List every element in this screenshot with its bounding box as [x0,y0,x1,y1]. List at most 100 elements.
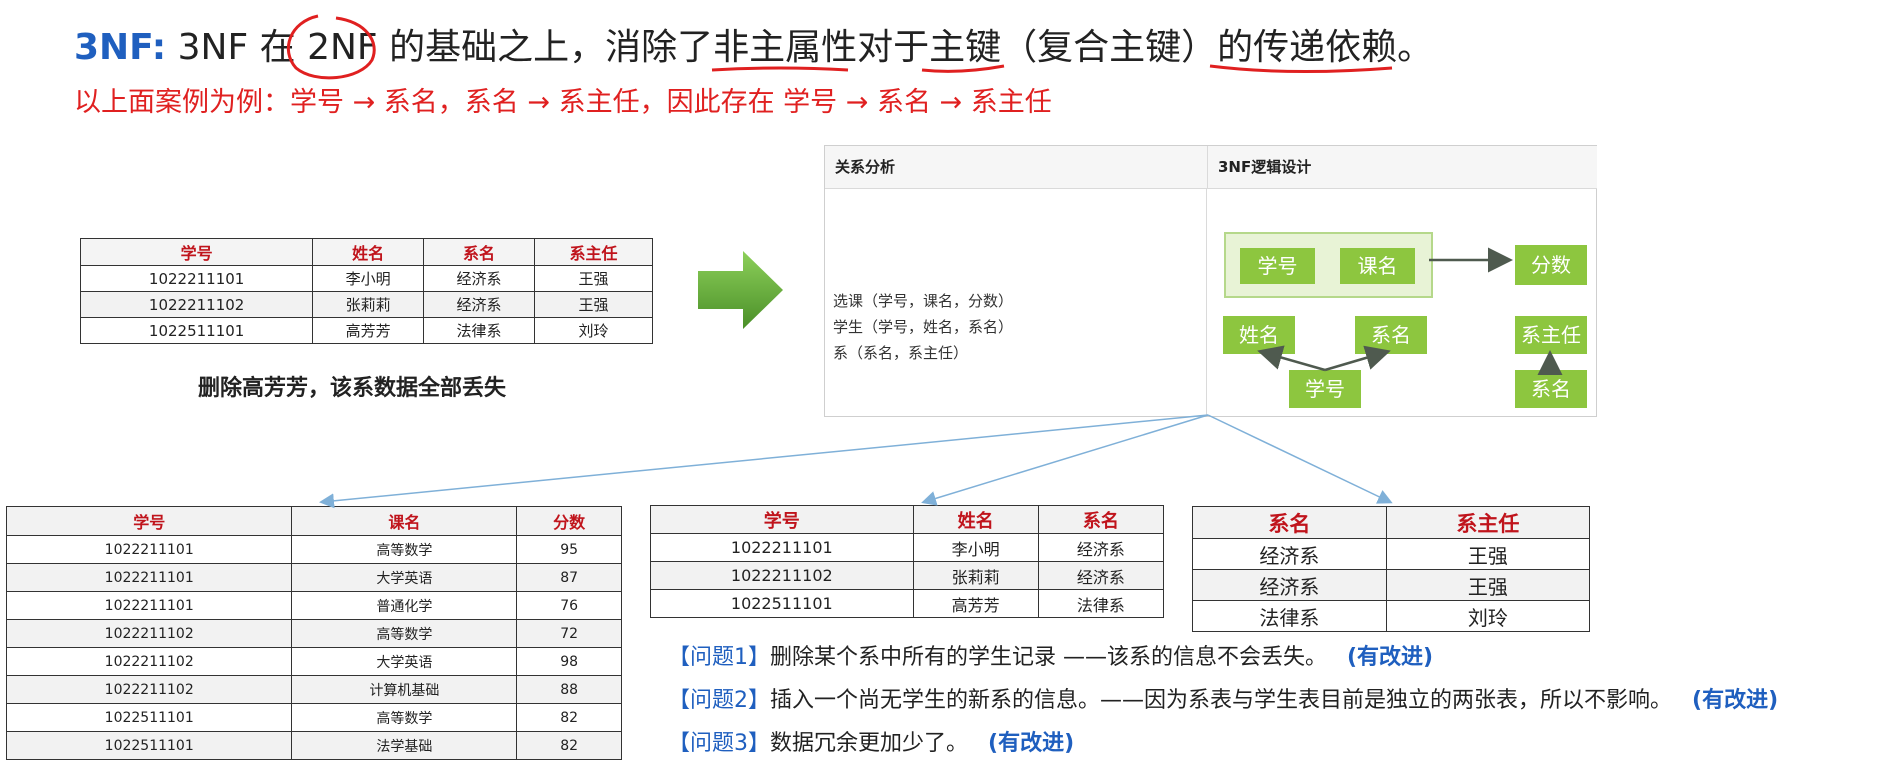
cell: 张莉莉 [312,291,425,318]
col-header: 系主任 [533,238,654,266]
cell: 1022211102 [5,619,293,648]
cell: 高芳芳 [912,589,1039,618]
cell: 1022211102 [650,561,914,590]
problem-tag: 【问题3】 [668,731,770,756]
title-text-b: 的基础之上，消除了 [377,27,714,68]
department-table: 系名 系主任 经济系王强 经济系王强 法律系刘玲 [1192,506,1591,632]
problem-tag: 【问题2】 [668,688,770,713]
connector-arrow [1207,414,1393,504]
col-header: 学号 [79,238,314,266]
box-xizhuren: 系主任 [1515,316,1587,354]
cell: 1022211102 [79,291,314,318]
cell: 82 [516,731,622,760]
red-circle-annotation [286,14,376,80]
connector-arrow [319,414,1209,509]
cell: 高芳芳 [312,317,425,344]
title-underlined-nonprime: 非主属性 [713,27,858,68]
problem-1: 【问题1】删除某个系中所有的学生记录 ——该系的信息不会丢失。 (有改进) [668,639,1433,671]
analysis-line: 选课（学号，课名，分数） [833,292,1014,310]
cell: 经济系 [1037,561,1165,590]
relation-analysis-panel: 关系分析 3NF逻辑设计 选课（学号，课名，分数） 学生（学号，姓名，系名） 系… [824,145,1597,417]
green-right-arrow-icon [698,251,783,329]
title-text-a: 3NF 在 [166,27,308,68]
cell: 1022511101 [79,317,314,344]
table-header-row: 学号 姓名 系名 系主任 [79,238,654,266]
col-header: 系主任 [1385,506,1591,539]
table-row: 1022211102 张莉莉 经济系 王强 [79,291,654,318]
connector-arrow [921,414,1209,506]
problem-tag: 【问题1】 [668,645,770,670]
delete-caption: 删除高芳芳，该系数据全部丢失 [198,376,507,401]
title-text-c: 对于 [857,27,930,68]
red-underline-key [921,64,1005,73]
title-underlined-key: 主键 [929,27,1002,68]
cell: 大学英语 [291,563,518,592]
cell: 1022211102 [5,675,293,704]
title-text-d: （复合主键） [1001,27,1218,68]
table-row: 法律系刘玲 [1192,600,1591,632]
cell: 经济系 [1037,533,1165,562]
title-underlined-transitive: 的传递依赖 [1217,27,1398,68]
title-text-e: 。 [1397,27,1434,68]
cell: 76 [516,591,622,620]
panel-header-analysis: 关系分析 [825,146,1215,189]
col-header: 姓名 [912,505,1039,534]
box-fenshu: 分数 [1515,245,1587,285]
analysis-line: 学生（学号，姓名，系名） [833,318,1014,336]
cell: 大学英语 [291,647,518,676]
cell: 法律系 [1192,600,1387,632]
red-underline-transitive [1209,64,1393,74]
cell: 高等数学 [291,535,518,564]
improved-note: (有改进) [1692,688,1779,713]
cell: 1022211101 [79,265,314,292]
cell: 1022211102 [5,647,293,676]
improved-note: (有改进) [1347,645,1434,670]
cell: 高等数学 [291,703,518,732]
problem-text: 数据冗余更加少了。 [770,731,969,756]
cell: 高等数学 [291,619,518,648]
table-row: 1022511101 高芳芳 法律系 刘玲 [79,317,654,344]
col-header: 系名 [1192,506,1387,539]
problem-2: 【问题2】插入一个尚无学生的新系的信息。——因为系表与学生表目前是独立的两张表，… [668,682,1778,714]
box-kecheng: 课名 [1340,248,1415,284]
problem-text: 删除某个系中所有的学生记录 ——该系的信息不会丢失。 [770,645,1327,670]
improved-note: (有改进) [988,731,1075,756]
problem-text: 插入一个尚无学生的新系的信息。——因为系表与学生表目前是独立的两张表，所以不影响… [770,688,1673,713]
cell: 刘玲 [1385,600,1591,632]
table-row: 经济系王强 [1192,538,1591,570]
col-header: 学号 [650,505,914,534]
title-prefix: 3NF: [74,27,167,68]
box-xuehao: 学号 [1240,248,1315,284]
box-ximing-dept: 系名 [1515,370,1587,408]
cell: 李小明 [312,265,425,292]
cell: 72 [516,619,622,648]
col-header: 系名 [1037,505,1165,534]
cell: 普通化学 [291,591,518,620]
cell: 王强 [533,265,654,292]
cell: 计算机基础 [291,675,518,704]
cell: 88 [516,675,622,704]
problem-3: 【问题3】数据冗余更加少了。 (有改进) [668,725,1074,757]
cell: 1022511101 [5,703,293,732]
table-row: 1022211101 李小明 经济系 王强 [79,265,654,292]
cell: 1022211101 [5,591,293,620]
table-header-row: 学号 姓名 系名 [650,505,1165,534]
cell: 经济系 [1192,538,1387,570]
original-table: 学号 姓名 系名 系主任 1022211101 李小明 经济系 王强 10222… [79,238,654,344]
panel-header-3nf-design: 3NF逻辑设计 [1207,146,1597,189]
cell: 王强 [533,291,654,318]
cell: 1022511101 [650,589,914,618]
analysis-list: 选课（学号，课名，分数） 学生（学号，姓名，系名） 系（系名，系主任） [833,288,1013,366]
